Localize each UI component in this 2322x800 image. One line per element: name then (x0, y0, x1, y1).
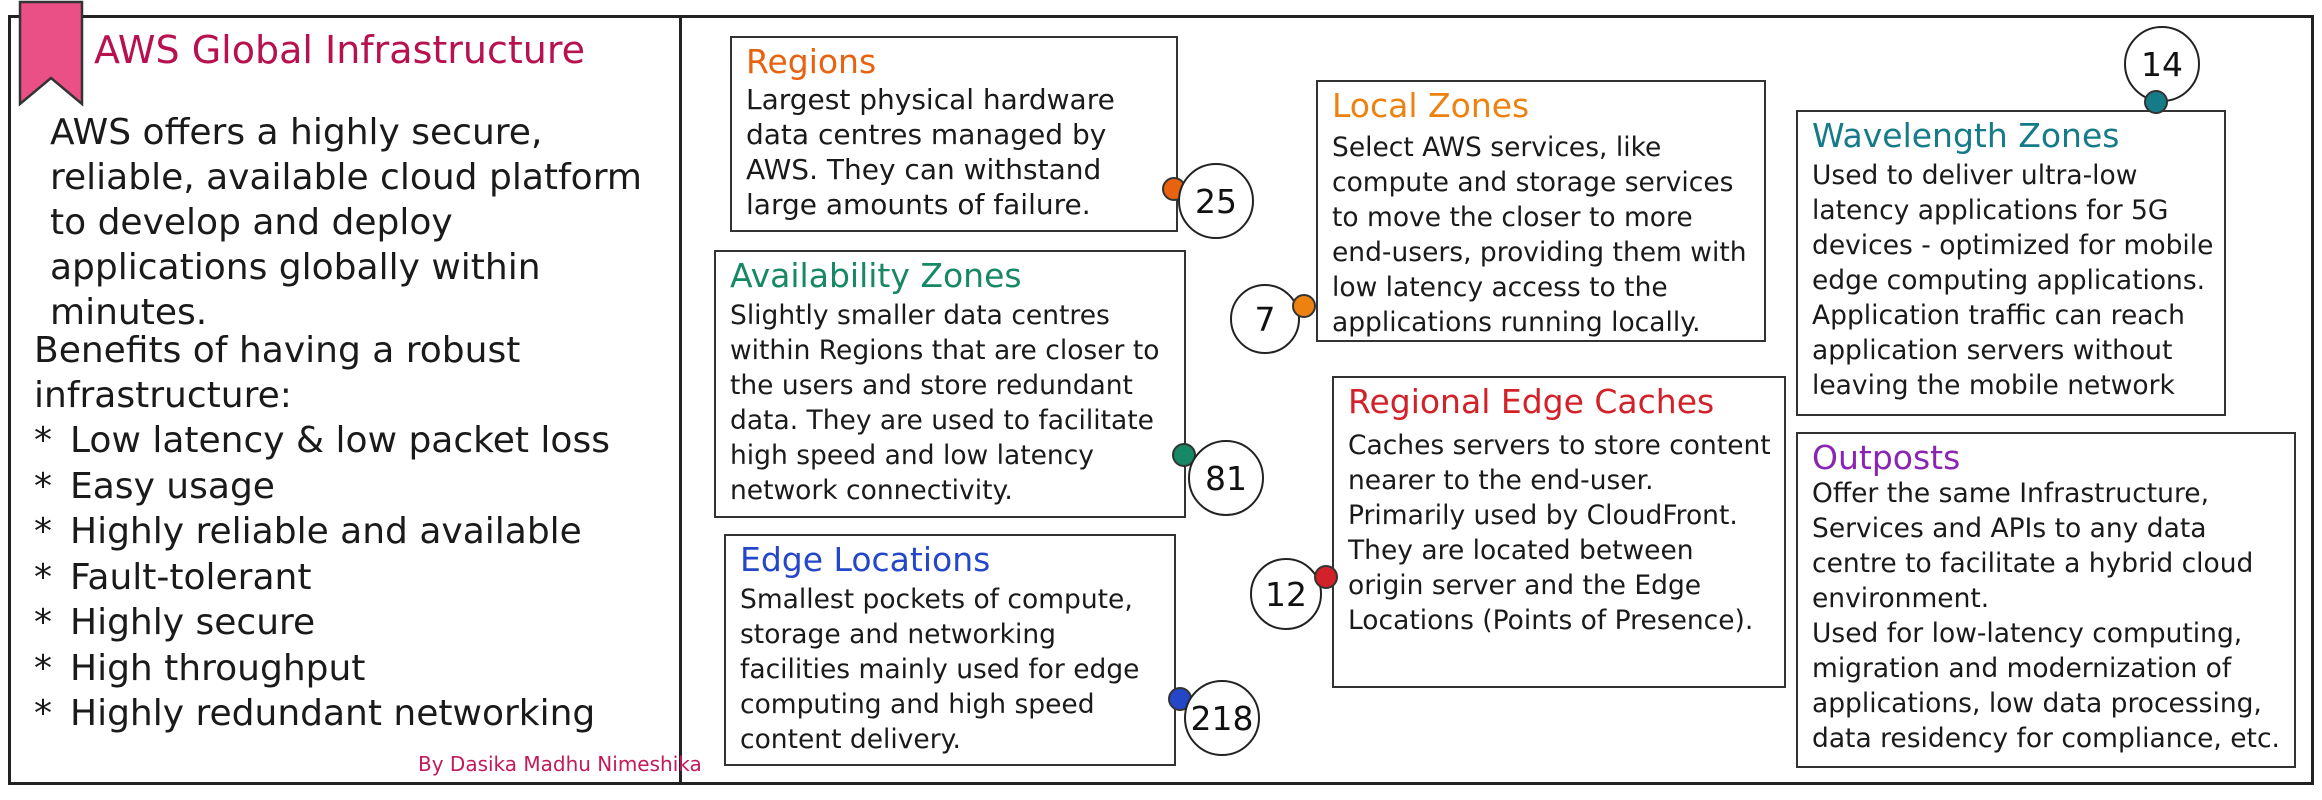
bullet-mark: * (34, 556, 52, 598)
availability-zones-card: Availability Zones Slightly smaller data… (714, 250, 1186, 518)
outposts-title: Outposts (1812, 438, 1961, 477)
wavelength-zones-card: Wavelength Zones Used to deliver ultra-l… (1796, 110, 2226, 416)
bookmark-ribbon-icon (18, 0, 84, 107)
wavelength-zones-count-badge: 14 (2124, 26, 2200, 102)
edge-locations-description: Smallest pockets of compute, storage and… (740, 584, 1140, 755)
local-zones-description: Select AWS services, like compute and st… (1332, 132, 1747, 338)
left-panel-frame (8, 15, 682, 785)
benefits-list: *Low latency & low packet loss *Easy usa… (34, 418, 610, 737)
bullet-mark: * (34, 647, 52, 689)
benefit-item: *Highly redundant networking (34, 691, 610, 737)
outposts-description: Offer the same Infrastructure, Services … (1812, 476, 2290, 756)
bullet-mark: * (34, 420, 52, 461)
edge-locations-title: Edge Locations (740, 540, 991, 579)
bullet-mark: * (34, 693, 52, 734)
local-zones-card: Local Zones Select AWS services, like co… (1316, 80, 1766, 342)
page-title: AWS Global Infrastructure (94, 28, 586, 72)
benefit-item: *Highly secure (34, 600, 610, 646)
bullet-mark: * (34, 511, 52, 552)
wavelength-zones-connector-dot (2144, 90, 2168, 114)
edge-locations-card: Edge Locations Smallest pockets of compu… (724, 534, 1176, 766)
regional-edge-caches-card: Regional Edge Caches Caches servers to s… (1332, 376, 1786, 688)
edge-locations-count-badge: 218 (1184, 680, 1260, 756)
availability-zones-title: Availability Zones (730, 256, 1022, 295)
author-credit: By Dasika Madhu Nimeshika (418, 752, 702, 776)
outposts-description-part-2: Used for low-latency computing, migratio… (1812, 618, 2280, 754)
local-zones-title: Local Zones (1332, 86, 1530, 125)
outposts-description-part-1: Offer the same Infrastructure, Services … (1812, 478, 2254, 614)
benefit-item: *Low latency & low packet loss (34, 418, 610, 464)
regions-count-badge: 25 (1178, 163, 1254, 239)
benefit-item: *High throughput (34, 646, 610, 692)
bullet-mark: * (34, 602, 52, 643)
wavelength-zones-description: Used to deliver ultra-low latency applic… (1812, 160, 2214, 401)
wavelength-zones-title: Wavelength Zones (1812, 116, 2120, 155)
availability-zones-description: Slightly smaller data centres within Reg… (730, 300, 1160, 506)
local-zones-connector-dot (1292, 294, 1316, 318)
regional-edge-caches-title: Regional Edge Caches (1348, 382, 1715, 421)
benefits-heading: Benefits of having a robust infrastructu… (34, 330, 521, 416)
bullet-mark: * (34, 465, 52, 507)
benefit-item: *Easy usage (34, 464, 610, 510)
regions-card: Regions Largest physical hardware data c… (730, 36, 1178, 232)
regional-edge-caches-connector-dot (1314, 565, 1338, 589)
intro-text: AWS offers a highly secure, reliable, av… (50, 112, 642, 333)
local-zones-count-badge: 7 (1230, 284, 1300, 354)
regions-title: Regions (746, 42, 877, 81)
regions-description: Largest physical hardware data centres m… (746, 83, 1115, 221)
benefit-item: *Highly reliable and available (34, 509, 610, 555)
regional-edge-caches-count-badge: 12 (1250, 558, 1322, 630)
benefit-item: *Fault-tolerant (34, 555, 610, 601)
availability-zones-count-badge: 81 (1188, 440, 1264, 516)
outposts-card: Outposts Offer the same Infrastructure, … (1796, 432, 2296, 768)
regional-edge-caches-description: Caches servers to store content nearer t… (1348, 430, 1771, 636)
